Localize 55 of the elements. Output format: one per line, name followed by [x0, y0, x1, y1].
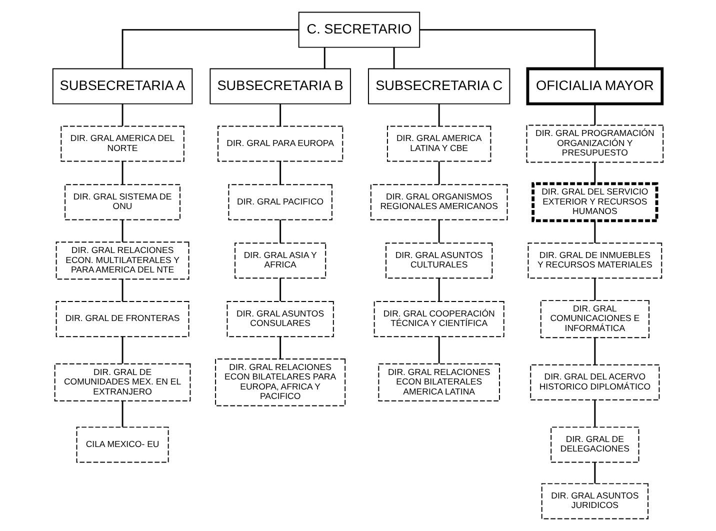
node-box: DIR. GRAL RELACIONES ECON. MULTILATERALES Y PARA AMERICA DEL NTE	[56, 242, 190, 280]
connector	[438, 220, 440, 243]
connector	[594, 278, 596, 300]
node-box: DIR. GRAL AMERICA LATINA Y CBE	[386, 126, 492, 162]
connector	[420, 29, 596, 69]
node-box: DIR. GRAL DE COMUNIDADES MEX. EN EL EXTRANJERO	[54, 363, 191, 402]
connector	[594, 221, 596, 244]
node-box: CILA MEXICO- EU	[76, 426, 169, 463]
node-box: DIR. GRAL PACIFICO	[228, 184, 332, 220]
node-box: DIR. GRAL DEL SERVICIO EXTERIOR Y RECURSOS HUMANOS	[532, 182, 658, 222]
node-box: DIR. GRAL PARA EUROPA	[218, 126, 344, 162]
connector	[122, 279, 124, 302]
connector	[594, 162, 596, 184]
connector	[280, 220, 282, 243]
connector	[122, 336, 124, 364]
connector	[280, 161, 282, 184]
connector	[122, 220, 124, 242]
connector	[438, 104, 440, 126]
connector	[438, 336, 440, 364]
connector	[594, 400, 596, 427]
connector	[594, 104, 596, 126]
connector	[280, 336, 282, 359]
node-box: DIR. GRAL COMUNICACIONES E INFORMÁTICA	[540, 300, 650, 338]
node-box: DIR. GRAL RELACIONES ECON BILATERALES AMERICA LATINA	[378, 363, 500, 402]
connector	[393, 47, 395, 69]
connector	[594, 462, 596, 484]
connector	[324, 47, 326, 69]
node-box: DIR. GRAL SISTEMA DE ONU	[64, 184, 180, 220]
node-box: DIR. GRAL DEL ACERVO HISTORICO DIPLOMÁTICO	[530, 364, 660, 400]
node-box: SUBSECRETARIA C	[368, 68, 510, 104]
node-box: C. SECRETARIO	[298, 12, 420, 48]
node-box: OFICIALIA MAYOR	[526, 67, 664, 106]
connector	[438, 161, 440, 184]
node-box: DIR. GRAL ORGANISMOS REGIONALES AMERICANOS	[370, 184, 508, 220]
node-box: DIR. GRAL ASIA Y AFRICA	[234, 242, 326, 279]
node-box: DIR. GRAL ASUNTOS CULTURALES	[386, 242, 493, 279]
connector	[438, 278, 440, 302]
node-box: DIR. GRAL DE FRONTERAS	[56, 301, 190, 338]
node-box: DIR. GRAL RELACIONES ECON BILATELARES PARA EUROPA, AFRICA Y PACIFICO	[215, 358, 346, 406]
node-box: DIR. GRAL DE DELEGACIONES	[550, 426, 640, 463]
node-box: DIR. GRAL ASUNTOS JURIDICOS	[541, 483, 648, 520]
node-box: DIR. GRAL DE INMUEBLES Y RECURSOS MATERIALES	[528, 242, 662, 279]
node-box: DIR. GRAL ASUNTOS CONSULARES	[226, 301, 334, 338]
connector	[122, 401, 124, 427]
connector	[122, 104, 124, 126]
node-box: SUBSECRETARIA A	[52, 68, 193, 104]
node-box: SUBSECRETARIA B	[210, 68, 351, 104]
connector	[280, 104, 282, 126]
connector	[122, 29, 299, 69]
connector	[280, 278, 282, 302]
node-box: DIR. GRAL PROGRAMACIÓN ORGANIZACIÓN Y PRESUPUESTO	[526, 124, 664, 163]
connector	[594, 338, 596, 365]
connector	[122, 161, 124, 184]
node-box: DIR. GRAL AMERICA DEL NORTE	[60, 126, 184, 162]
node-box: DIR. GRAL COOPERACIÓN TÉCNICA Y CIENTÍFICA	[374, 301, 504, 338]
